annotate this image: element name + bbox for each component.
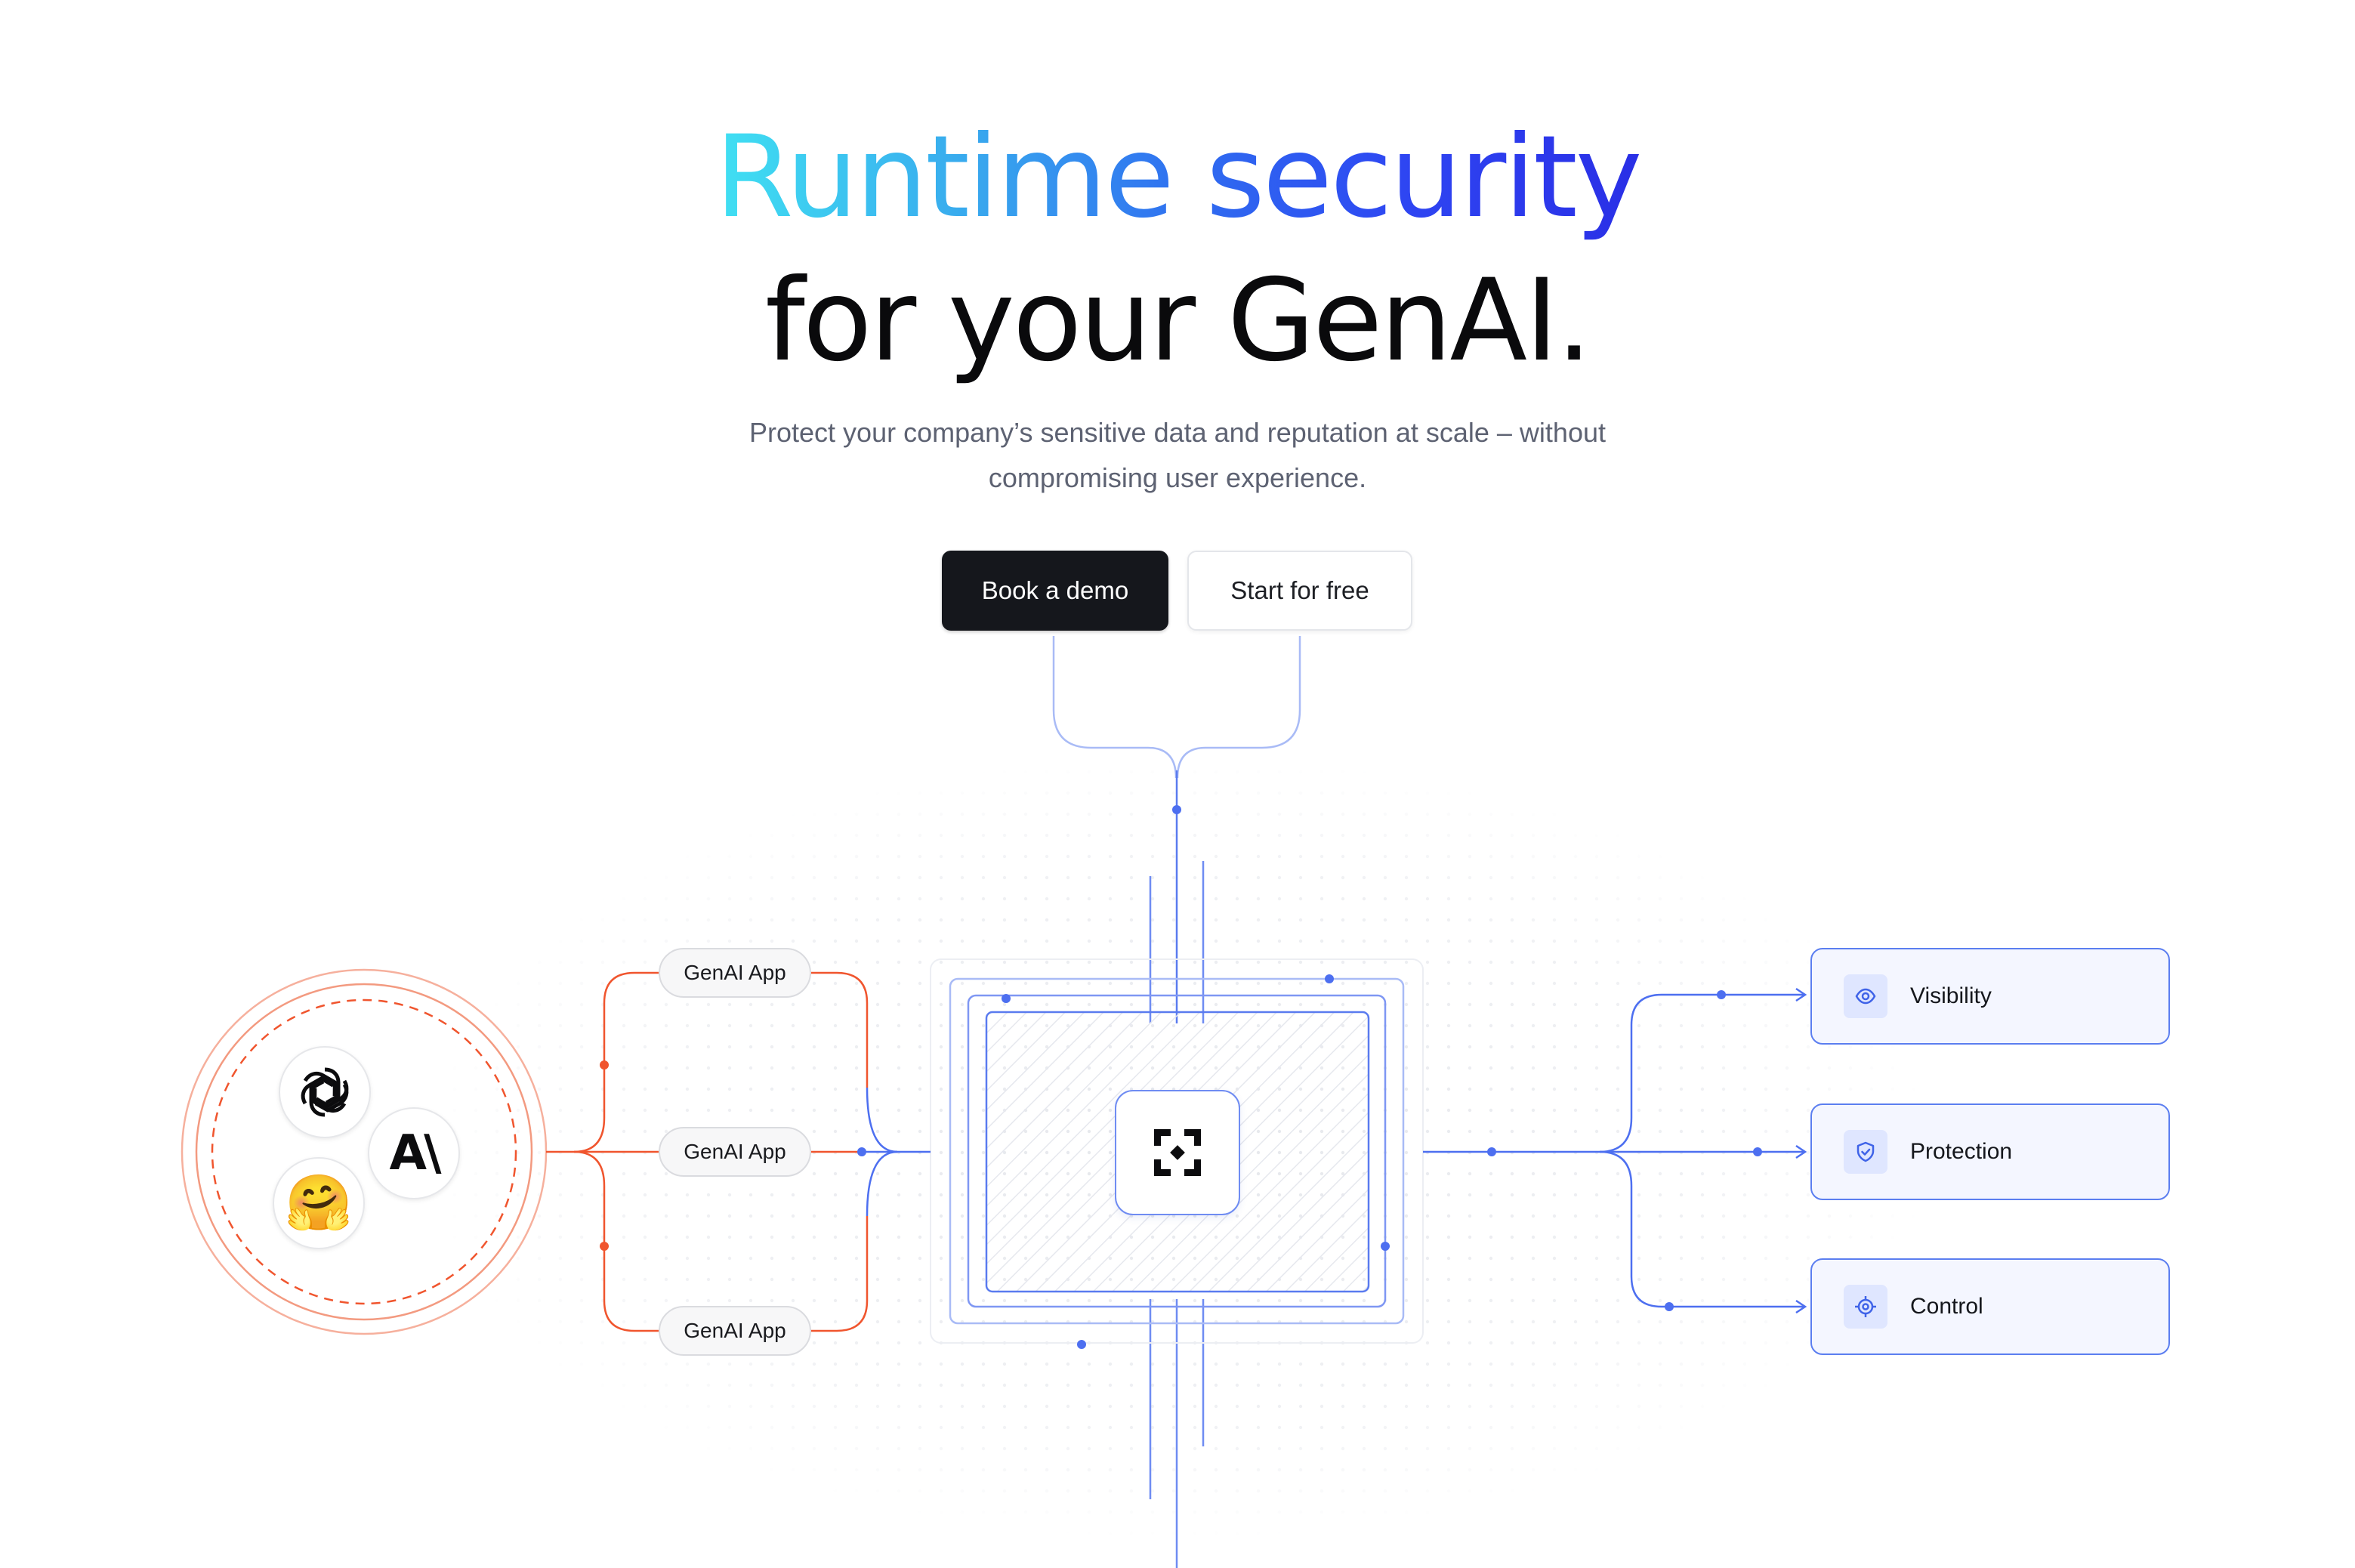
provider-hugging-face: 🤗	[273, 1157, 365, 1249]
flow-dot	[1325, 974, 1334, 983]
flow-dot	[1172, 805, 1181, 814]
feature-label: Control	[1910, 1294, 1983, 1319]
flow-dot	[1717, 990, 1726, 999]
feature-card-visibility[interactable]: Visibility	[1810, 948, 2170, 1045]
start-free-button[interactable]: Start for free	[1187, 551, 1412, 631]
scan-focus-icon	[1154, 1129, 1201, 1176]
feature-label: Protection	[1910, 1139, 2013, 1164]
headline-gradient: Runtime security	[0, 113, 2355, 242]
shield-check-icon	[1857, 1141, 1875, 1162]
book-demo-button[interactable]: Book a demo	[942, 551, 1168, 631]
hero-subtitle: Protect your company’s sensitive data an…	[749, 417, 1606, 493]
eye-icon	[1855, 988, 1876, 1005]
headline-line2: for your GenAI.	[764, 255, 1592, 387]
provider-to-app-lines	[546, 971, 869, 1332]
core-to-feature-lines	[1423, 987, 1807, 1314]
flow-dot	[1002, 994, 1011, 1003]
anthropic-logo-icon: A\	[389, 1125, 442, 1181]
flow-dot	[1487, 1147, 1496, 1156]
app-to-core-lines	[861, 1087, 931, 1217]
flow-dot	[1753, 1147, 1762, 1156]
headline-word-security: security	[1205, 112, 1640, 243]
feature-card-control[interactable]: Control	[1810, 1258, 2170, 1355]
flow-dot	[600, 1242, 609, 1251]
headline-word-runtime: Runtime	[715, 112, 1172, 243]
flow-dot	[857, 1147, 866, 1156]
provider-openai	[279, 1046, 371, 1138]
flow-dot	[1665, 1302, 1674, 1311]
flow-dot	[1381, 1242, 1390, 1251]
genai-app-pill: GenAI App	[659, 1127, 811, 1177]
hugging-face-emoji-icon: 🤗	[285, 1173, 353, 1233]
flow-dot	[600, 1060, 609, 1070]
genai-app-pill: GenAI App	[659, 1306, 811, 1356]
flow-dot	[1077, 1340, 1086, 1349]
genai-app-pill: GenAI App	[659, 948, 811, 998]
feature-label: Visibility	[1910, 983, 1992, 1008]
button-connector-lines	[1052, 636, 1301, 779]
provider-anthropic: A\	[368, 1107, 460, 1199]
openai-logo-icon	[301, 1067, 349, 1117]
core-security-node	[1115, 1090, 1240, 1215]
feature-card-protection[interactable]: Protection	[1810, 1103, 2170, 1200]
target-icon	[1855, 1296, 1876, 1317]
